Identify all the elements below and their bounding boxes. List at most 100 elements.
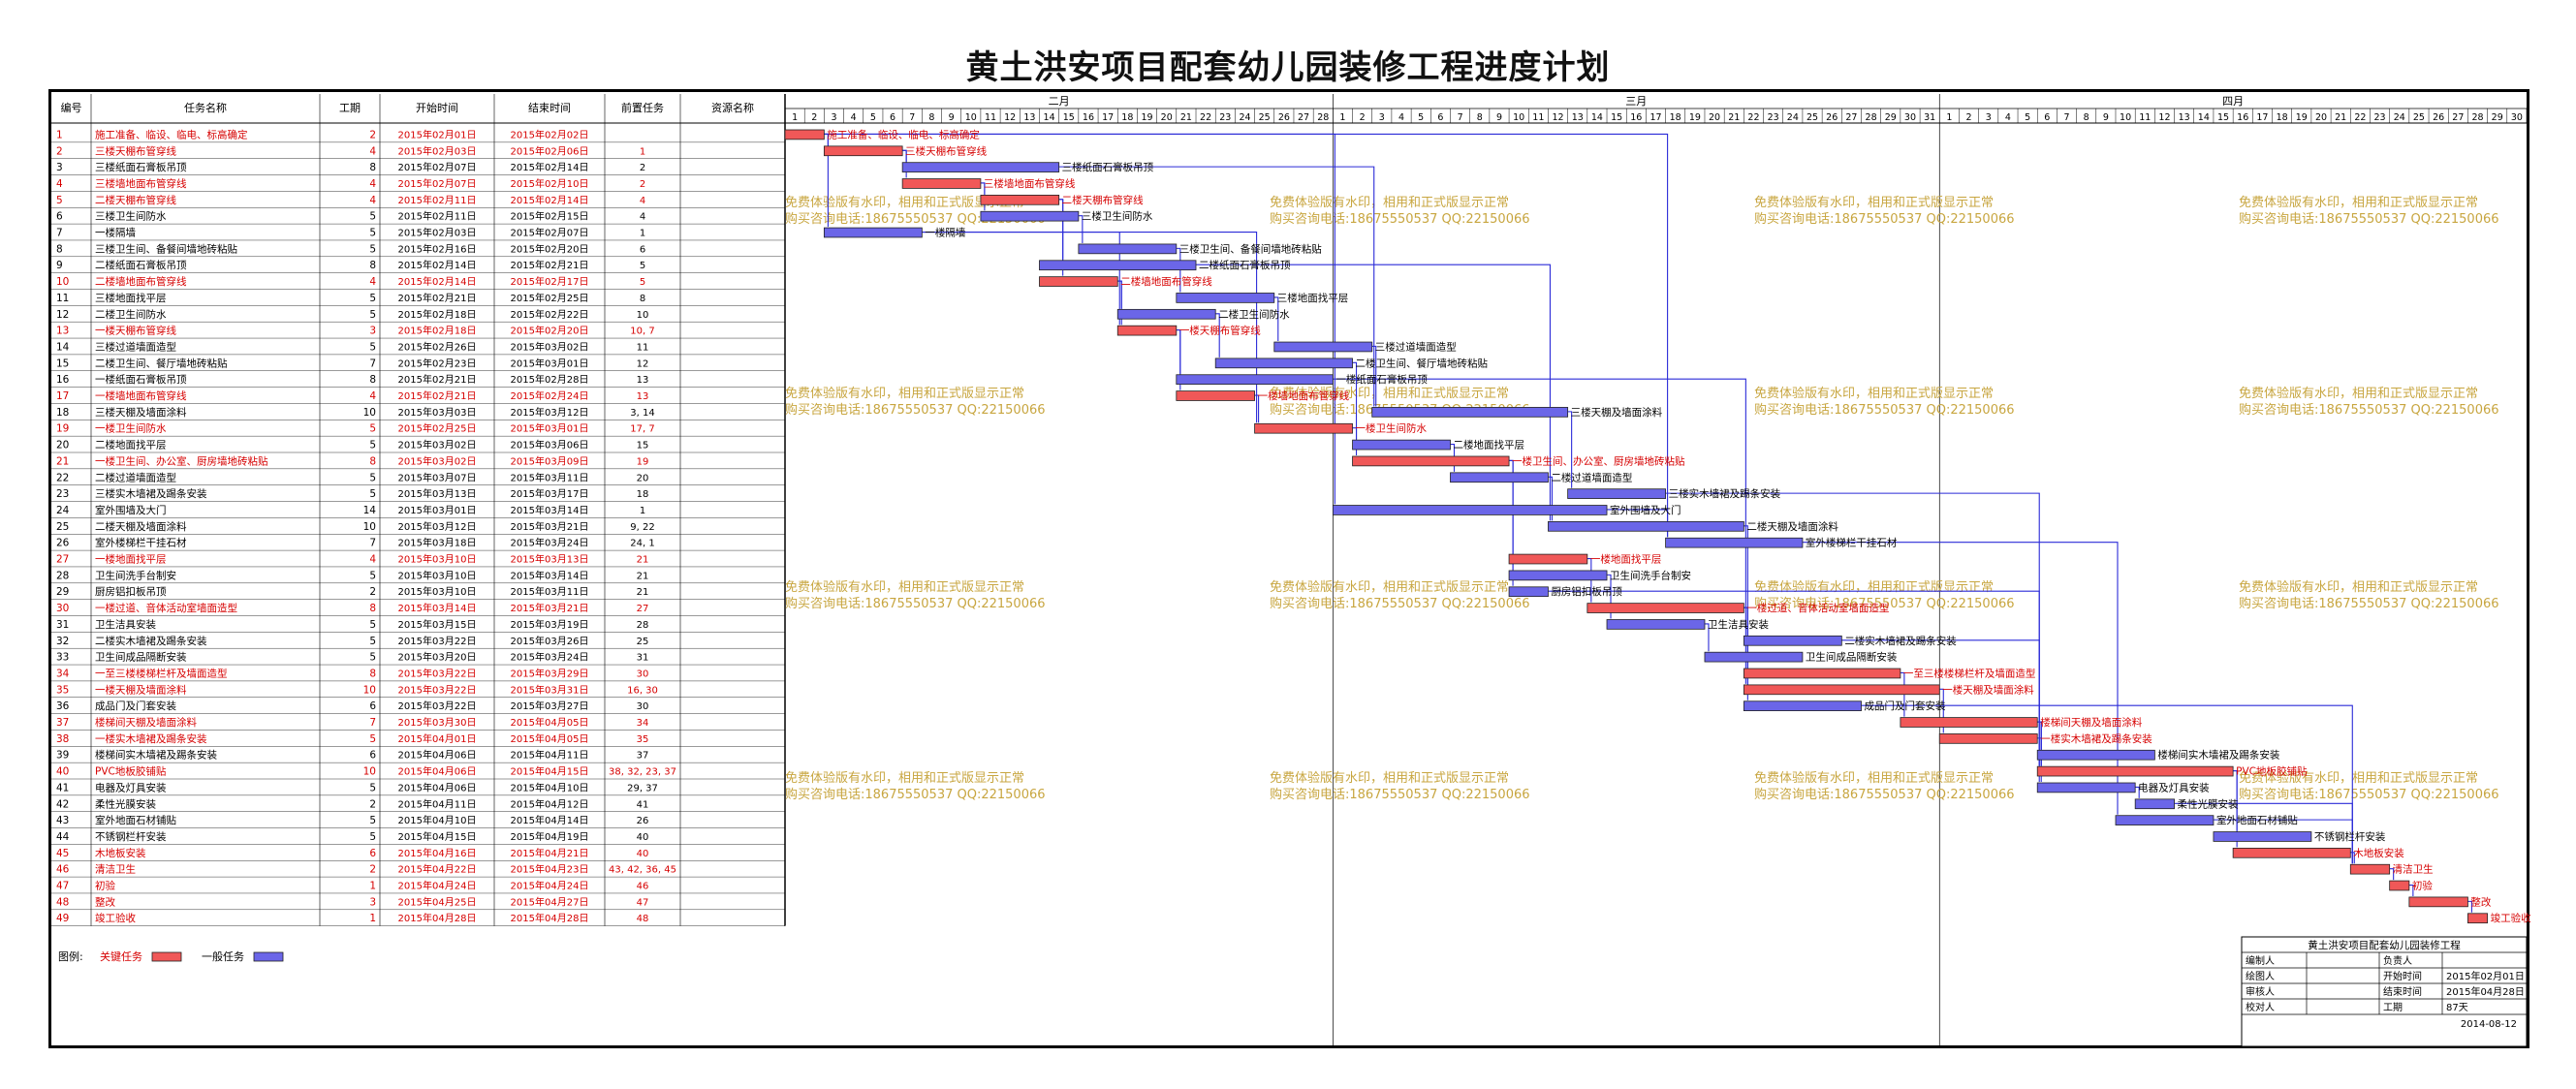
task-name: 施工准备、临设、临电、标高确定 bbox=[95, 128, 248, 140]
task-no: 2 bbox=[56, 145, 63, 157]
gantt-bar bbox=[1352, 455, 1510, 467]
gantt-bar bbox=[901, 178, 982, 189]
task-no: 44 bbox=[56, 831, 70, 843]
task-predecessor: 28 bbox=[637, 620, 649, 631]
task-end: 2015年02月14日 bbox=[511, 161, 589, 173]
task-start: 2015年02月03日 bbox=[398, 144, 477, 157]
task-end: 2015年04月14日 bbox=[511, 814, 589, 826]
gantt-bar bbox=[1039, 276, 1118, 287]
day-label: 5 bbox=[1418, 112, 1424, 123]
day-label: 13 bbox=[2179, 112, 2190, 123]
day-label: 22 bbox=[1200, 112, 1211, 123]
gantt-bar bbox=[2115, 815, 2215, 825]
day-label: 11 bbox=[1532, 112, 1544, 123]
legend-critical-swatch bbox=[151, 951, 182, 962]
watermark: 购买咨询电话:18675550537 QQ:22150066 bbox=[1270, 596, 1530, 611]
task-start: 2015年03月14日 bbox=[398, 602, 477, 614]
task-name: 卫生间成品隔断安装 bbox=[95, 651, 187, 664]
task-predecessor: 17, 7 bbox=[630, 424, 654, 435]
task-no: 8 bbox=[56, 243, 63, 255]
day-label: 27 bbox=[1298, 112, 1309, 123]
task-start: 2015年02月14日 bbox=[398, 275, 477, 288]
gantt-bar-label: 竣工验收 bbox=[2491, 912, 2531, 924]
info-cell: 审核人 bbox=[2246, 985, 2275, 998]
day-label: 19 bbox=[1689, 112, 1701, 123]
task-predecessor: 41 bbox=[637, 799, 649, 810]
task-predecessor: 13 bbox=[637, 391, 649, 402]
task-duration: 5 bbox=[369, 293, 376, 304]
gantt-bar-label: 二楼地面找平层 bbox=[1453, 439, 1524, 451]
watermark: 免费体验版有水印，相用和正式版显示正常 bbox=[1754, 386, 1994, 401]
task-start: 2015年03月20日 bbox=[398, 651, 477, 664]
gantt-bar-label: 清洁卫生 bbox=[2393, 863, 2434, 876]
task-no: 45 bbox=[56, 848, 69, 859]
task-end: 2015年04月12日 bbox=[511, 797, 589, 810]
watermark: 购买咨询电话:18675550537 QQ:22150066 bbox=[1754, 787, 2015, 802]
task-duration: 5 bbox=[369, 472, 376, 483]
task-duration: 4 bbox=[369, 195, 376, 206]
task-no: 6 bbox=[56, 211, 63, 223]
task-end: 2015年04月05日 bbox=[511, 732, 589, 745]
task-end: 2015年02月10日 bbox=[511, 177, 589, 190]
task-start: 2015年03月22日 bbox=[398, 683, 477, 696]
task-name: 一楼地面找平层 bbox=[95, 553, 167, 566]
watermark: 免费体验版有水印，相用和正式版显示正常 bbox=[2239, 386, 2478, 401]
legend-normal-label: 一般任务 bbox=[202, 950, 244, 963]
day-label: 8 bbox=[928, 112, 934, 123]
day-label: 18 bbox=[2277, 112, 2288, 123]
header-no: 编号 bbox=[61, 101, 82, 114]
day-label: 26 bbox=[1826, 112, 1838, 123]
day-label: 26 bbox=[1278, 112, 1290, 123]
day-label: 7 bbox=[2063, 112, 2069, 123]
task-start: 2015年03月10日 bbox=[398, 585, 477, 598]
task-duration: 4 bbox=[369, 554, 376, 566]
task-predecessor: 13 bbox=[637, 375, 649, 386]
month-label: 二月 bbox=[1049, 95, 1070, 108]
task-end: 2015年04月21日 bbox=[511, 847, 589, 859]
task-predecessor: 10 bbox=[637, 310, 649, 321]
day-label: 14 bbox=[1044, 112, 1055, 123]
day-label: 6 bbox=[1437, 112, 1443, 123]
dependency-link bbox=[1744, 525, 1748, 636]
day-label: 24 bbox=[1787, 112, 1799, 123]
task-start: 2015年03月15日 bbox=[398, 618, 477, 631]
task-duration: 8 bbox=[369, 668, 376, 679]
gantt-bar-label: 一楼地面找平层 bbox=[1590, 553, 1662, 566]
task-start: 2015年04月11日 bbox=[398, 797, 477, 810]
day-label: 2 bbox=[1360, 112, 1366, 123]
task-duration: 8 bbox=[369, 162, 376, 173]
info-block bbox=[2241, 936, 2528, 1047]
task-end: 2015年04月05日 bbox=[511, 716, 589, 729]
task-duration: 5 bbox=[369, 243, 376, 255]
watermark: 免费体验版有水印，相用和正式版显示正常 bbox=[785, 770, 1024, 786]
day-label: 16 bbox=[1630, 112, 1642, 123]
task-duration: 5 bbox=[369, 341, 376, 353]
task-predecessor: 10, 7 bbox=[630, 327, 654, 337]
task-predecessor: 27 bbox=[637, 604, 649, 614]
day-label: 27 bbox=[1845, 112, 1857, 123]
task-predecessor: 48 bbox=[637, 914, 649, 924]
dependency-link bbox=[1586, 557, 1592, 603]
dependency-link bbox=[2233, 770, 2238, 848]
gantt-bar-label: 木地板安装 bbox=[2353, 847, 2404, 859]
gantt-bar-label: 二楼天棚及墙面涂料 bbox=[1746, 520, 1838, 533]
gantt-bar-label: 整改 bbox=[2470, 895, 2492, 908]
task-name: 二楼地面找平层 bbox=[95, 439, 167, 451]
task-no: 38 bbox=[56, 733, 69, 745]
day-label: 12 bbox=[2158, 112, 2170, 123]
task-end: 2015年03月14日 bbox=[511, 504, 589, 516]
day-label: 17 bbox=[2256, 112, 2268, 123]
gantt-bar bbox=[1371, 407, 1569, 418]
task-duration: 3 bbox=[369, 326, 376, 337]
task-start: 2015年03月30日 bbox=[398, 716, 477, 729]
info-date: 2014-08-12 bbox=[2461, 1019, 2517, 1030]
task-name: 初验 bbox=[95, 880, 115, 892]
gantt-bar-label: PVC地板胶铺贴 bbox=[2236, 765, 2308, 778]
task-duration: 8 bbox=[369, 455, 376, 467]
task-start: 2015年03月03日 bbox=[398, 406, 477, 419]
day-label: 22 bbox=[1747, 112, 1759, 123]
task-predecessor: 30 bbox=[637, 669, 649, 679]
gantt-bar-label: 一楼隔墙 bbox=[925, 227, 965, 239]
task-end: 2015年02月20日 bbox=[511, 325, 589, 337]
task-no: 12 bbox=[56, 309, 69, 321]
